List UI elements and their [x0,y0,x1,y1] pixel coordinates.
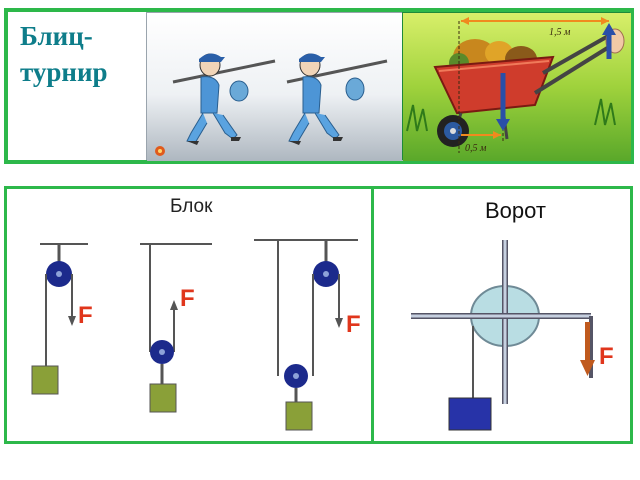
pulley-panel-title: Блок [170,196,213,217]
short-arm-label: 0,5 м [465,143,487,154]
lift-force-arrow [602,23,616,35]
weight-block [31,365,59,395]
fixed-pulley-diagram: F [31,243,93,395]
force-label: F [78,302,93,329]
weight-block [149,383,177,413]
movable-pulley-diagram: F [140,243,212,413]
walker-figure-left [172,53,276,145]
pulley-system-diagram: F [254,239,361,431]
walkers-illustration [146,12,403,161]
load-force-arrow [496,119,510,131]
force-label: F [180,285,195,312]
wheelbarrow-illustration: 1,5 м 0,5 м [402,12,631,161]
weight-block [285,401,313,431]
winch-panel-title: Ворот [485,198,546,223]
force-label: F [599,343,614,370]
winch-weight-block [448,397,492,431]
pulley-diagrams: F F F [31,239,361,431]
force-label: F [346,311,361,338]
slide-title: Блиц- турнир [20,21,108,87]
winch-diagram: F [411,240,614,431]
long-arm-label: 1,5 м [549,27,571,38]
force-arrow [580,360,595,376]
walker-figure-right [286,53,388,145]
